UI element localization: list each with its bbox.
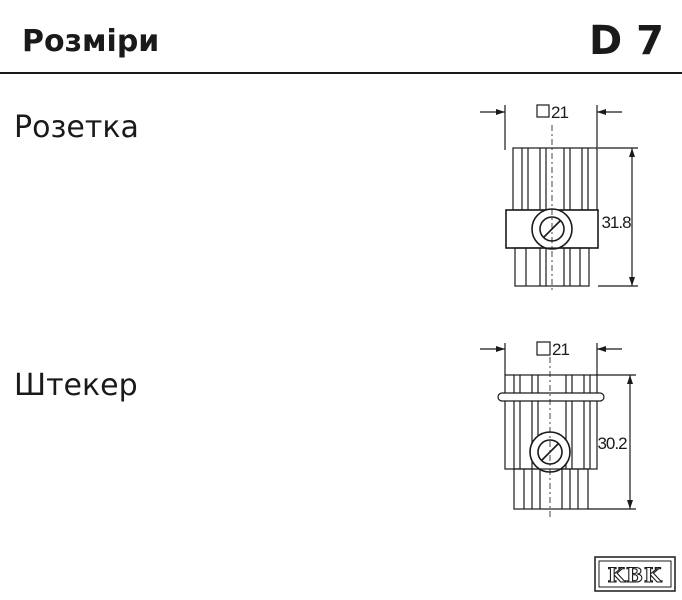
- socket-height-dim: 31.8: [601, 213, 631, 232]
- socket-drawing: 21 31.8: [480, 103, 638, 290]
- page-code: D 7: [589, 18, 664, 64]
- logo-text: KBK: [608, 563, 663, 587]
- socket-label: Розетка: [14, 110, 139, 145]
- socket-width-dim: 21: [551, 103, 568, 122]
- plug-width-dim: 21: [552, 340, 569, 359]
- plug-drawing: 21 30.2: [480, 340, 636, 517]
- kbk-logo: KBK: [594, 556, 676, 592]
- plug-height-dim: 30.2: [597, 434, 627, 453]
- plug-label: Штекер: [14, 368, 138, 403]
- page-title: Розміри: [22, 24, 160, 59]
- page-header: Розміри D 7: [0, 0, 682, 74]
